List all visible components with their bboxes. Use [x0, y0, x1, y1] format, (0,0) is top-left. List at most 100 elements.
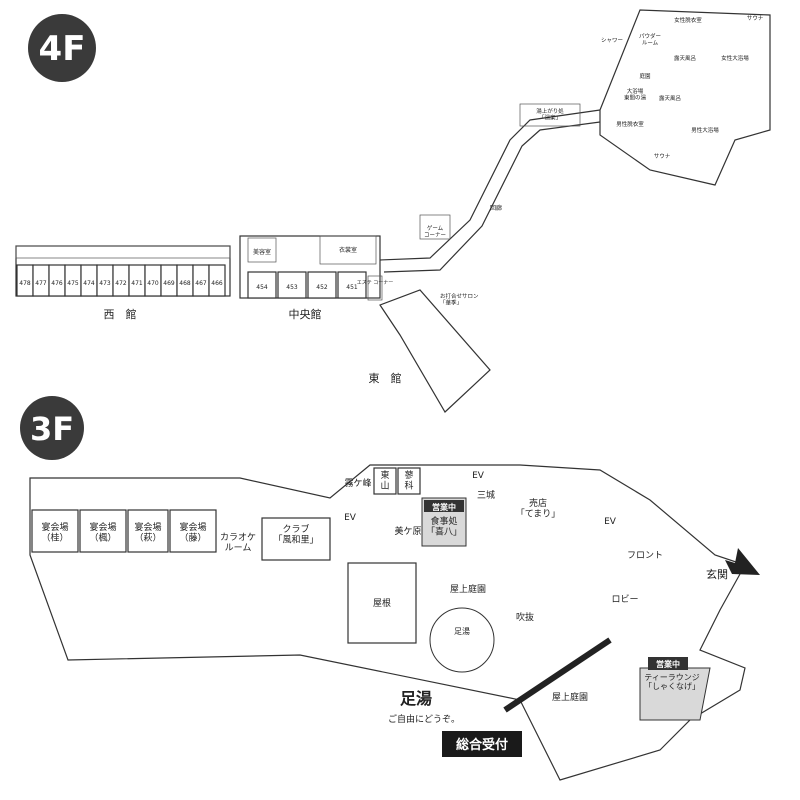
bath-rest-label: 湯上がり処「湯楽」 — [536, 107, 564, 121]
shower-label: シャワー — [601, 37, 623, 44]
shop-label: 売店「てまり」 — [516, 497, 561, 519]
entrance-arrow-icon — [725, 548, 760, 575]
svg-text:475: 475 — [67, 280, 79, 287]
ev-label-2: EV — [472, 471, 485, 481]
central-building-4f: 美容室 衣裳室 454 453 452 451 中央館 エステ コーナー — [239, 235, 394, 321]
central-building-label: 中央館 — [289, 307, 322, 321]
restaurant-kihachi[interactable]: 営業中 食事処「喜八」 — [421, 497, 467, 547]
floor-4f: 4F 478 477 476 475 474 473 472 471 470 4… — [15, 9, 771, 413]
ev-label-1: EV — [344, 513, 357, 523]
room-476[interactable]: 476 — [48, 264, 66, 297]
club-label: クラブ「風和里」 — [273, 523, 318, 545]
svg-text:473: 473 — [99, 280, 111, 287]
svg-text:477: 477 — [35, 280, 47, 287]
room-451[interactable]: 451 — [337, 271, 367, 299]
room-466[interactable]: 466 — [208, 264, 226, 297]
room-472[interactable]: 472 — [112, 264, 130, 297]
ashiyu-small-label: 足湯 — [454, 626, 470, 636]
floor-3f: 3F 宴会場（桂） 宴会場（楓） 宴会場（萩） 宴会場（藤） カラオケルーム ク… — [20, 396, 760, 781]
floor-badge-3f: 3F — [20, 396, 84, 460]
tea-lounge[interactable]: 営業中 ティーラウンジ「しゃくなげ」 — [639, 657, 711, 721]
svg-text:476: 476 — [51, 280, 63, 287]
reception-banner: 総合受付 — [442, 637, 612, 757]
svg-text:474: 474 — [83, 280, 95, 287]
banquet-fuji[interactable] — [169, 509, 217, 553]
room-469[interactable]: 469 — [160, 264, 178, 297]
svg-text:453: 453 — [286, 284, 298, 291]
sauna-label-2: サウナ — [654, 152, 671, 160]
svg-text:469: 469 — [163, 280, 175, 287]
restaurant-open-badge: 営業中 — [432, 502, 456, 512]
west-building-label: 西 館 — [104, 307, 137, 321]
tea-lounge-open-badge: 営業中 — [656, 659, 680, 669]
main-bath-label: 大浴場東間の湯 — [624, 87, 647, 101]
west-building-4f: 478 477 476 475 474 473 472 471 470 469 … — [15, 245, 231, 321]
svg-text:468: 468 — [179, 280, 191, 287]
banquet-fuji-label: 宴会場（藤） — [179, 521, 206, 543]
floor-badge-3f-label: 3F — [30, 410, 74, 448]
ev-label-3: EV — [604, 517, 617, 527]
restaurant-label: 食事処「喜八」 — [426, 515, 462, 537]
banquet-katsura-label: 宴会場（桂） — [41, 521, 68, 543]
room-468[interactable]: 468 — [176, 264, 194, 297]
rotenburo-label-2: 露天風呂 — [659, 95, 681, 102]
floor-3f-outline — [29, 464, 746, 781]
svg-text:454: 454 — [256, 284, 268, 291]
men-bath-label: 男性大浴場 — [691, 126, 719, 134]
floor-badge-4f-label: 4F — [39, 29, 86, 69]
atrium-label: 吹抜 — [516, 611, 534, 623]
svg-text:471: 471 — [131, 280, 143, 287]
bath-area-4f: 湯上がり処「湯楽」 女性脱衣室 サウナ パウダールーム シャワー 女性大浴場 露… — [519, 9, 771, 186]
powder-room-label: パウダールーム — [639, 32, 661, 46]
entrance-label: 玄関 — [706, 567, 728, 581]
beauty-salon-label: 美容室 — [253, 248, 271, 256]
higashiyama-label: 東山 — [380, 469, 389, 491]
banquet-hagi-label: 宴会場（萩） — [134, 521, 161, 543]
lobby-label: ロビー — [611, 594, 638, 605]
svg-text:478: 478 — [19, 280, 31, 287]
room-475[interactable]: 475 — [64, 264, 82, 297]
banquet-hagi[interactable] — [127, 509, 169, 553]
roof-label: 屋根 — [373, 597, 391, 609]
esthe-corner-label: エステ コーナー — [357, 280, 394, 286]
room-473[interactable]: 473 — [96, 264, 114, 297]
room-467[interactable]: 467 — [192, 264, 210, 297]
women-dressing-label: 女性脱衣室 — [674, 16, 702, 24]
svg-text:467: 467 — [195, 280, 207, 287]
esthe-corner-label: エステ コーナー — [357, 280, 394, 286]
floor-badge-4f: 4F — [28, 14, 96, 82]
room-453[interactable]: 453 — [277, 271, 307, 299]
ashiyu-label: 足湯 — [400, 689, 432, 708]
banquet-rooms: 宴会場（桂） 宴会場（楓） 宴会場（萩） 宴会場（藤） — [31, 509, 217, 553]
svg-text:470: 470 — [147, 280, 159, 287]
room-452[interactable]: 452 — [307, 271, 337, 299]
banquet-kaede[interactable] — [79, 509, 127, 553]
room-478[interactable]: 478 — [16, 264, 34, 297]
women-bath-label: 女性大浴場 — [721, 54, 749, 62]
room-471[interactable]: 471 — [128, 264, 146, 297]
svg-text:466: 466 — [211, 280, 223, 287]
reception-label: 総合受付 — [456, 737, 508, 753]
svg-text:452: 452 — [316, 284, 328, 291]
salon-label: お打合せサロン「華季」 — [440, 292, 479, 306]
sanjo-label: 三城 — [477, 490, 495, 501]
room-477[interactable]: 477 — [32, 264, 50, 297]
svg-text:451: 451 — [346, 284, 358, 291]
room-470[interactable]: 470 — [144, 264, 162, 297]
rotenburo-label-1: 露天風呂 — [674, 55, 696, 62]
roof-area — [347, 562, 417, 644]
roof-garden-label-2: 屋上庭園 — [552, 691, 588, 703]
room-454[interactable]: 454 — [247, 271, 277, 299]
biyou-label: 美ケ原 — [394, 525, 421, 537]
game-corner-label: ゲームコーナー — [424, 224, 446, 238]
corridor-4f — [379, 109, 601, 261]
karaoke-label: カラオケルーム — [220, 532, 256, 553]
tea-lounge-label: ティーラウンジ「しゃくなげ」 — [644, 673, 700, 691]
banquet-katsura[interactable] — [31, 509, 79, 553]
tateshina-label: 蓼科 — [404, 469, 413, 491]
room-474[interactable]: 474 — [80, 264, 98, 297]
sauna-label-1: サウナ — [747, 14, 764, 22]
banquet-kaede-label: 宴会場（楓） — [89, 521, 116, 543]
ashiyu-area[interactable]: 足湯 — [429, 607, 495, 673]
men-dressing-label: 男性脱衣室 — [616, 120, 644, 128]
